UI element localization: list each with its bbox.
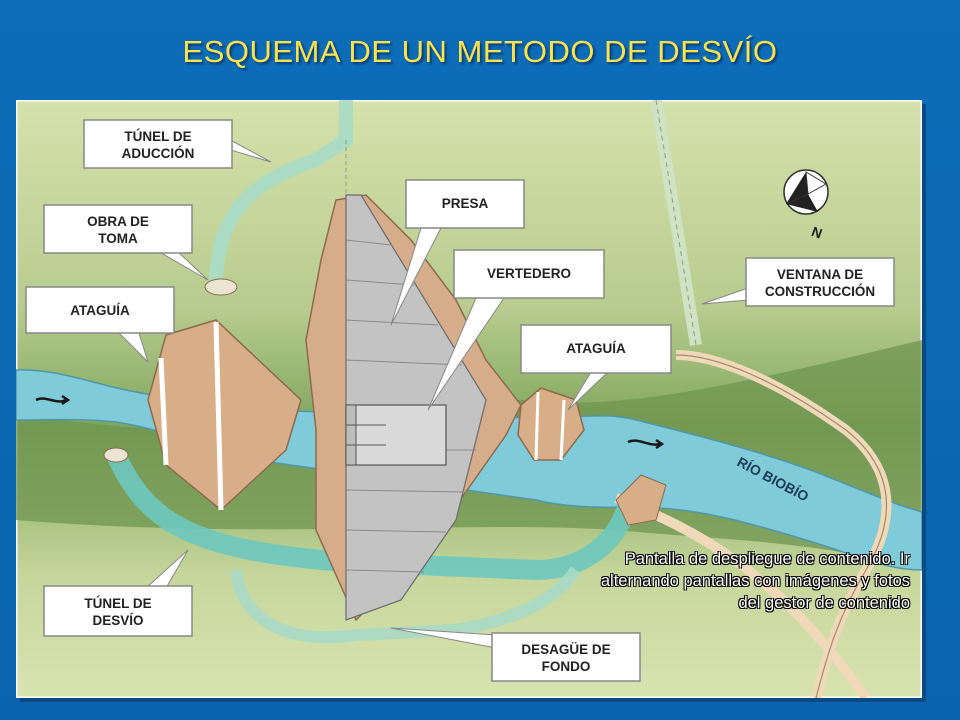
callout-tunel-desvio: TÚNEL DE DESVÍO [43, 549, 193, 637]
callout-label: OBRA DE [87, 214, 149, 229]
diversion-diagram: RÍO BIOBÍO N TÚNEL DE ADUCCIÓN OBRA DE T… [16, 100, 922, 698]
callout-ataguia-right: ATAGUÍA [520, 324, 672, 411]
callout-obra-toma: OBRA DE TOMA [43, 204, 209, 281]
supply-tunnel [209, 100, 353, 286]
callout-tunel-aduccion: TÚNEL DE ADUCCIÓN [83, 119, 272, 169]
callout-label: FONDO [542, 659, 591, 674]
slide-title: ESQUEMA DE UN METODO DE DESVÍO [182, 34, 778, 69]
callout-label: TÚNEL DE [84, 596, 151, 611]
spillway-chute [345, 404, 447, 466]
callout-label: VERTEDERO [487, 266, 571, 281]
callout-presa: PRESA [390, 179, 525, 326]
inlet-portal [103, 447, 129, 463]
north-compass-icon: N [783, 169, 829, 242]
callout-label: TOMA [98, 231, 138, 246]
callout-label: ATAGUÍA [70, 303, 130, 318]
construction-window [650, 100, 702, 346]
outlet-portal [615, 474, 667, 526]
diversion-tunnel [106, 450, 636, 581]
cofferdam-left [147, 319, 302, 511]
content-placeholder-note: Pantalla de despliegue de contenido. Ir … [600, 550, 910, 612]
callout-label: CONSTRUCCIÓN [765, 284, 875, 299]
callout-ventana: VENTANA DE CONSTRUCCIÓN [701, 257, 895, 307]
callout-vertedero: VERTEDERO [427, 249, 605, 411]
callout-label: VENTANA DE [777, 267, 863, 282]
callout-label: ADUCCIÓN [122, 146, 195, 161]
bottom-outlet [230, 566, 581, 644]
callout-label: ATAGUÍA [566, 341, 626, 356]
dam-lines [345, 239, 476, 573]
flow-arrow-right [627, 439, 661, 446]
callout-ataguia-left: ATAGUÍA [25, 286, 175, 363]
callout-label: DESAGÜE DE [521, 642, 610, 657]
cofferdam-right [517, 387, 585, 461]
callout-desague: DESAGÜE DE FONDO [390, 627, 641, 682]
intake-structure [204, 278, 238, 296]
flow-arrow-left [35, 397, 67, 403]
callout-label: DESVÍO [92, 613, 143, 628]
callout-label: PRESA [442, 196, 489, 211]
callout-label: TÚNEL DE [124, 129, 191, 144]
